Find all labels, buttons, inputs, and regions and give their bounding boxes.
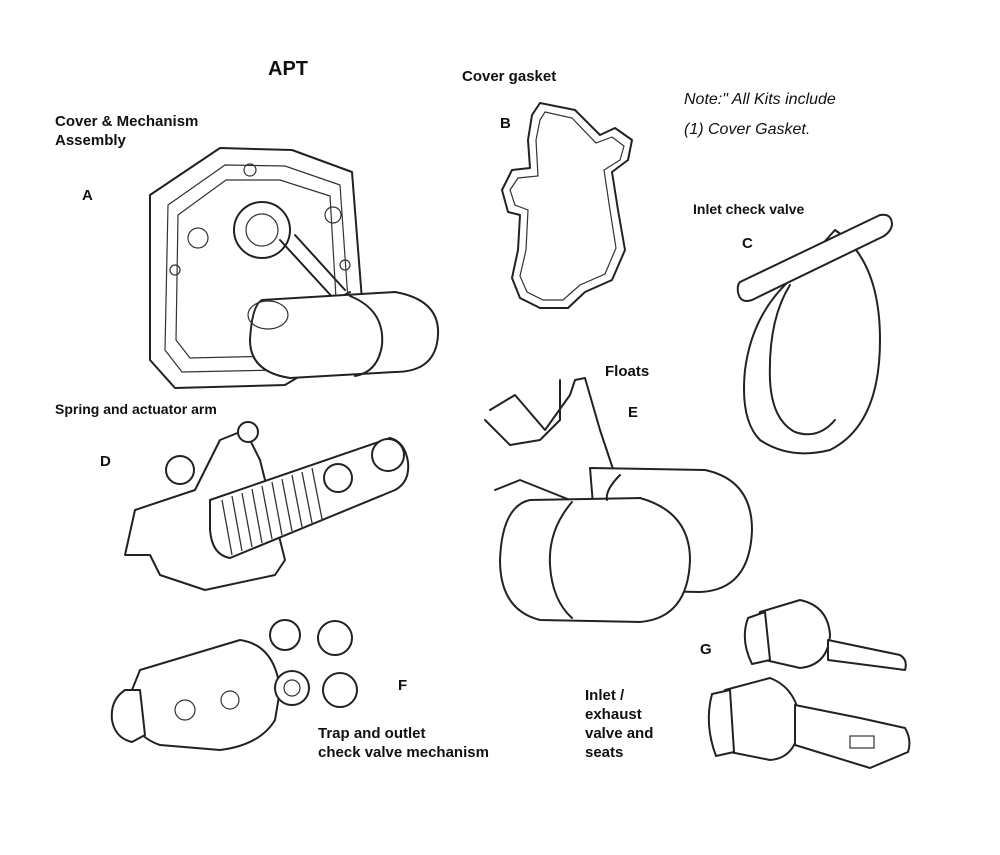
- part-g-name: Inlet / exhaust valve and seats: [585, 686, 653, 762]
- part-d-letter: D: [100, 453, 111, 470]
- inlet-check-valve-drawing: [736, 213, 893, 455]
- cover-gasket-drawing: [501, 102, 633, 309]
- inlet-exhaust-valve-seats-drawing: [707, 599, 911, 769]
- spring-actuator-arm-drawing: [124, 421, 410, 591]
- part-g-name-line1: Inlet /: [585, 687, 625, 704]
- kit-note-line2: (1) Cover Gasket.: [684, 121, 811, 138]
- part-a-name-line1: Cover & Mechanism: [55, 113, 199, 130]
- trap-outlet-check-valve-drawing: [110, 619, 358, 751]
- floats-drawing: [484, 377, 753, 623]
- part-g-letter: G: [700, 641, 712, 658]
- part-a-letter: A: [82, 187, 93, 204]
- kit-note: Note:" All Kits include (1) Cover Gasket…: [684, 85, 836, 145]
- cover-mechanism-assembly-drawing: [149, 147, 440, 389]
- diagram-title: APT: [268, 58, 308, 80]
- part-a-name-line2: Assembly: [55, 132, 126, 149]
- part-f-letter: F: [398, 677, 408, 694]
- part-c-name: Inlet check valve: [693, 201, 805, 217]
- part-f-name-line2: check valve mechanism: [318, 744, 489, 761]
- part-e-name: Floats: [605, 363, 650, 380]
- part-b-name: Cover gasket: [462, 68, 557, 85]
- part-a-name: Cover & Mechanism Assembly: [55, 112, 198, 150]
- part-e-letter: E: [628, 404, 639, 421]
- part-d-name: Spring and actuator arm: [55, 401, 217, 417]
- part-g-name-line4: seats: [585, 744, 624, 761]
- part-g-name-line2: exhaust: [585, 706, 642, 723]
- part-c-letter: C: [742, 235, 753, 252]
- part-f-name: Trap and outlet check valve mechanism: [318, 724, 489, 762]
- kit-note-line1: Note:" All Kits include: [684, 91, 836, 108]
- part-b-letter: B: [500, 115, 511, 132]
- part-g-name-line3: valve and: [585, 725, 654, 742]
- part-f-name-line1: Trap and outlet: [318, 725, 426, 742]
